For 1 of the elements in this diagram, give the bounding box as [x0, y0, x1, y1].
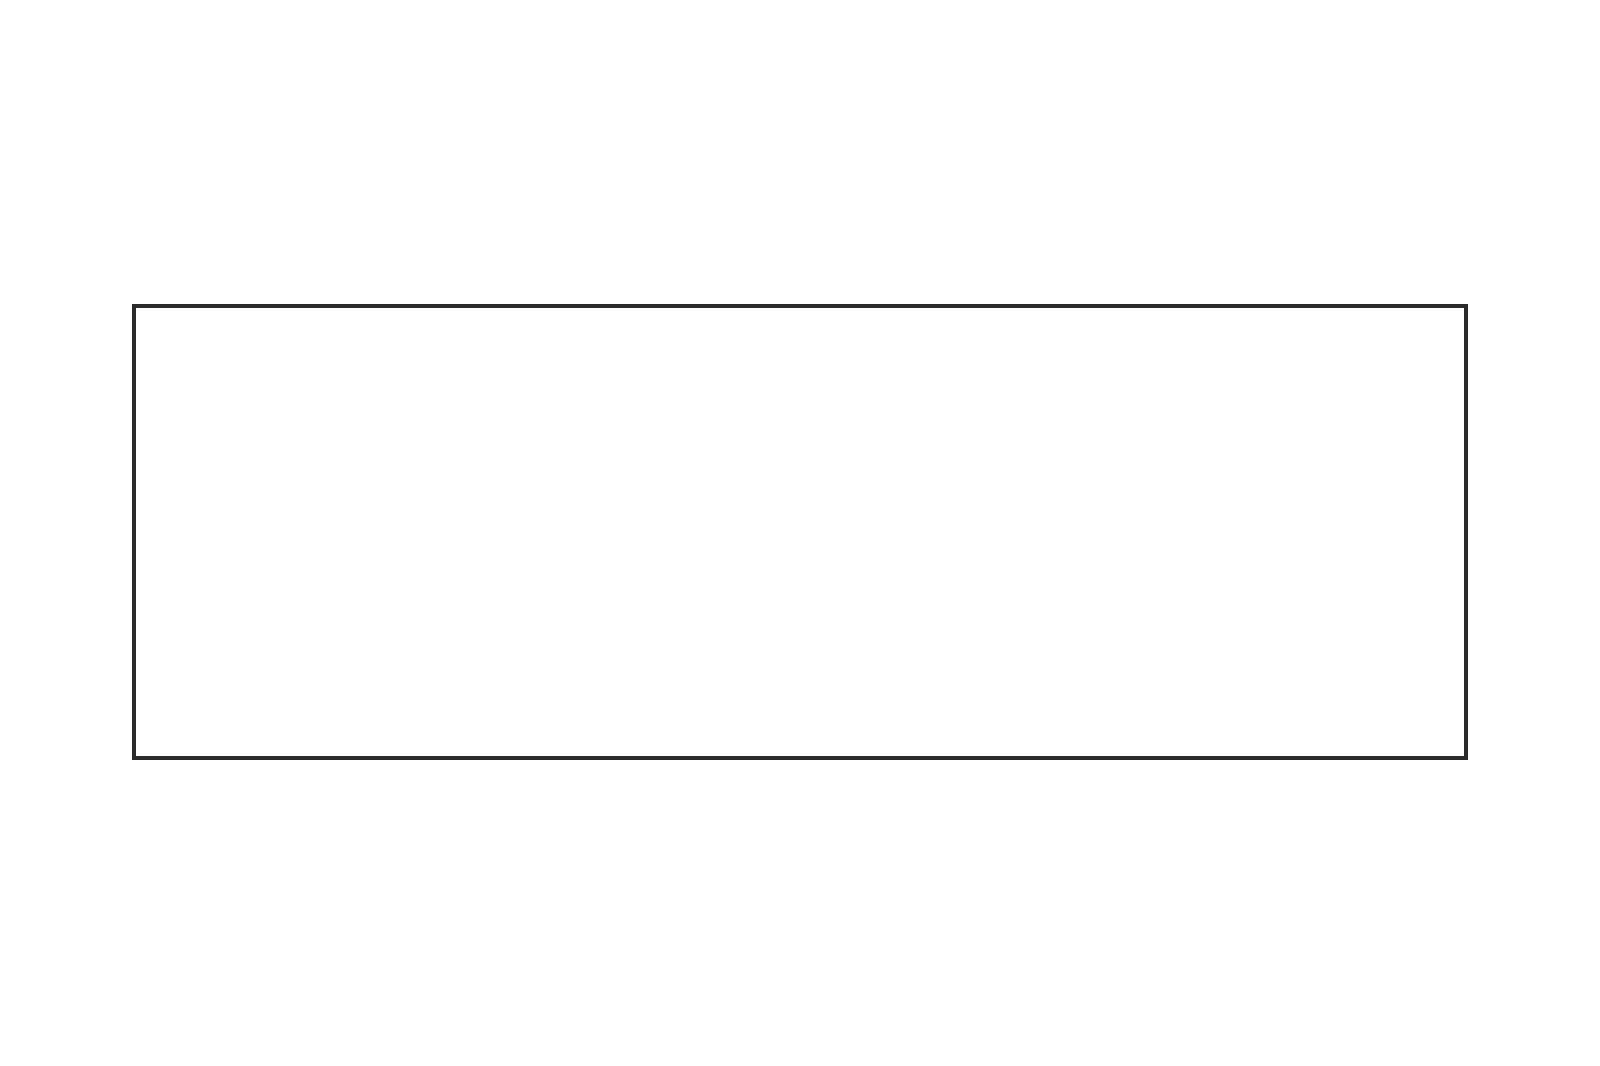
rectangle-outline	[132, 304, 1468, 760]
